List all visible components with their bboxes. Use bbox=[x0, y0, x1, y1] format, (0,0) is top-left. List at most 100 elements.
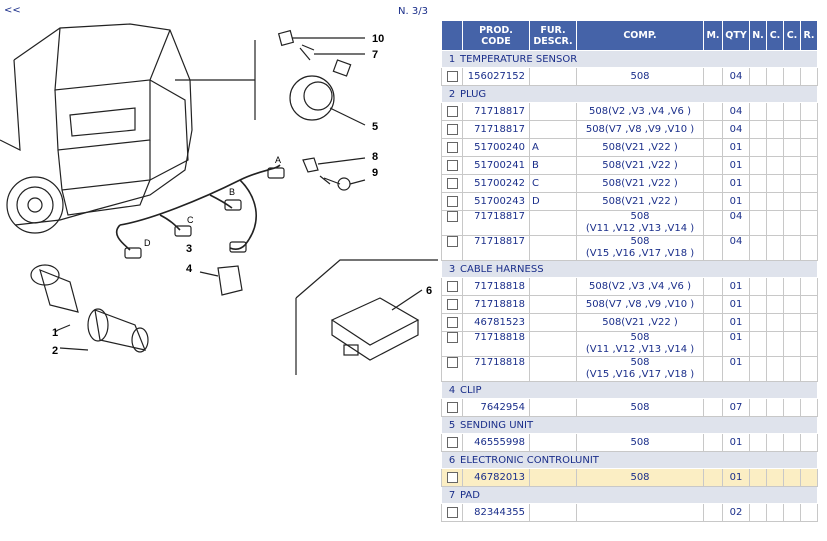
header-n[interactable]: N. bbox=[749, 20, 767, 51]
prod-code-cell[interactable]: 71718818 bbox=[462, 356, 530, 382]
comp-line: 508(V2 ,V3 ,V4 ,V6 ) bbox=[589, 105, 691, 117]
c2-cell bbox=[783, 67, 801, 86]
row-checkbox[interactable] bbox=[446, 105, 458, 117]
prod-code-cell[interactable]: 51700243 bbox=[462, 192, 530, 211]
prod-code-cell[interactable]: 71718818 bbox=[462, 277, 530, 296]
row-checkbox[interactable] bbox=[446, 316, 458, 328]
header-qty[interactable]: QTY bbox=[722, 20, 750, 51]
header-c2[interactable]: C. bbox=[783, 20, 801, 51]
row-checkbox[interactable] bbox=[446, 506, 458, 518]
header-r[interactable]: R. bbox=[800, 20, 818, 51]
comp-line: (V11 ,V12 ,V13 ,V14 ) bbox=[585, 344, 695, 355]
row-checkbox[interactable] bbox=[446, 332, 458, 343]
group-name: ELECTRONIC CONTROLUNIT bbox=[460, 454, 599, 466]
n-cell bbox=[749, 468, 767, 487]
row-checkbox[interactable] bbox=[446, 211, 458, 222]
group-number: 3 bbox=[448, 263, 456, 275]
m-cell bbox=[703, 313, 723, 332]
qty-cell: 04 bbox=[722, 67, 750, 86]
comp-cell: 508 bbox=[576, 468, 704, 487]
comp-cell: 508(V2 ,V3 ,V4 ,V6 ) bbox=[576, 102, 704, 121]
prod-code-cell[interactable]: 46555998 bbox=[462, 433, 530, 452]
row-checkbox[interactable] bbox=[446, 195, 458, 207]
row-checkbox[interactable] bbox=[446, 357, 458, 368]
prod-code-cell[interactable]: 46782013 bbox=[462, 468, 530, 487]
group-number: 4 bbox=[448, 384, 456, 396]
comp-line: (V15 ,V16 ,V17 ,V18 ) bbox=[585, 248, 695, 259]
r-cell bbox=[800, 295, 818, 314]
prod-code-cell[interactable]: 51700240 bbox=[462, 138, 530, 157]
fur-descr-cell bbox=[529, 468, 577, 487]
prod-code-cell[interactable]: 51700242 bbox=[462, 174, 530, 193]
c2-cell bbox=[783, 120, 801, 139]
row-checkbox[interactable] bbox=[446, 141, 458, 153]
row-checkbox[interactable] bbox=[446, 436, 458, 448]
c-cell bbox=[766, 192, 784, 211]
prod-code-cell[interactable]: 7642954 bbox=[462, 398, 530, 417]
table-row[interactable]: 156027152 508 04 bbox=[441, 67, 818, 86]
n-cell bbox=[749, 277, 767, 296]
callout-8: 8 bbox=[372, 151, 378, 163]
callout-6: 6 bbox=[426, 285, 432, 297]
prod-code-cell[interactable]: 46781523 bbox=[462, 313, 530, 332]
row-checkbox[interactable] bbox=[446, 70, 458, 82]
row-checkbox[interactable] bbox=[446, 123, 458, 135]
header-m[interactable]: M. bbox=[703, 20, 723, 51]
qty-cell: 01 bbox=[722, 156, 750, 175]
c2-cell bbox=[783, 156, 801, 175]
prod-code-cell[interactable]: 71718817 bbox=[462, 210, 530, 236]
comp-line: 508(V21 ,V22 ) bbox=[602, 141, 678, 153]
c-cell bbox=[766, 295, 784, 314]
header-prod-code[interactable]: PROD. CODE bbox=[462, 20, 530, 51]
prod-code-cell[interactable]: 51700241 bbox=[462, 156, 530, 175]
header-fur-descr[interactable]: FUR. DESCR. bbox=[529, 20, 577, 51]
c-cell bbox=[766, 433, 784, 452]
prod-code-cell[interactable]: 71718817 bbox=[462, 102, 530, 121]
row-checkbox[interactable] bbox=[446, 159, 458, 171]
row-checkbox[interactable] bbox=[446, 280, 458, 292]
comp-cell: 508 bbox=[576, 67, 704, 86]
n-cell bbox=[749, 235, 767, 261]
prod-code-cell[interactable]: 71718818 bbox=[462, 295, 530, 314]
row-checkbox[interactable] bbox=[446, 401, 458, 413]
n-cell bbox=[749, 331, 767, 357]
fur-descr-cell: C bbox=[529, 174, 577, 193]
row-checkbox[interactable] bbox=[446, 471, 458, 483]
row-checkbox[interactable] bbox=[446, 177, 458, 189]
row-checkbox[interactable] bbox=[446, 298, 458, 310]
prod-code-cell[interactable]: 71718817 bbox=[462, 235, 530, 261]
prod-code-cell[interactable]: 71718817 bbox=[462, 120, 530, 139]
callout-4: 4 bbox=[186, 263, 193, 275]
prod-code-cell[interactable]: 156027152 bbox=[462, 67, 530, 86]
prod-code-cell[interactable]: 82344355 bbox=[462, 503, 530, 522]
m-cell bbox=[703, 277, 723, 296]
prod-code-cell[interactable]: 71718818 bbox=[462, 331, 530, 357]
back-link[interactable]: << bbox=[4, 5, 21, 16]
group-name: PAD bbox=[460, 489, 480, 501]
header-comp[interactable]: COMP. bbox=[576, 20, 704, 51]
row-checkbox[interactable] bbox=[446, 236, 458, 247]
sensor-body bbox=[289, 75, 335, 121]
c2-cell bbox=[783, 174, 801, 193]
m-cell bbox=[703, 468, 723, 487]
header-c[interactable]: C. bbox=[766, 20, 784, 51]
